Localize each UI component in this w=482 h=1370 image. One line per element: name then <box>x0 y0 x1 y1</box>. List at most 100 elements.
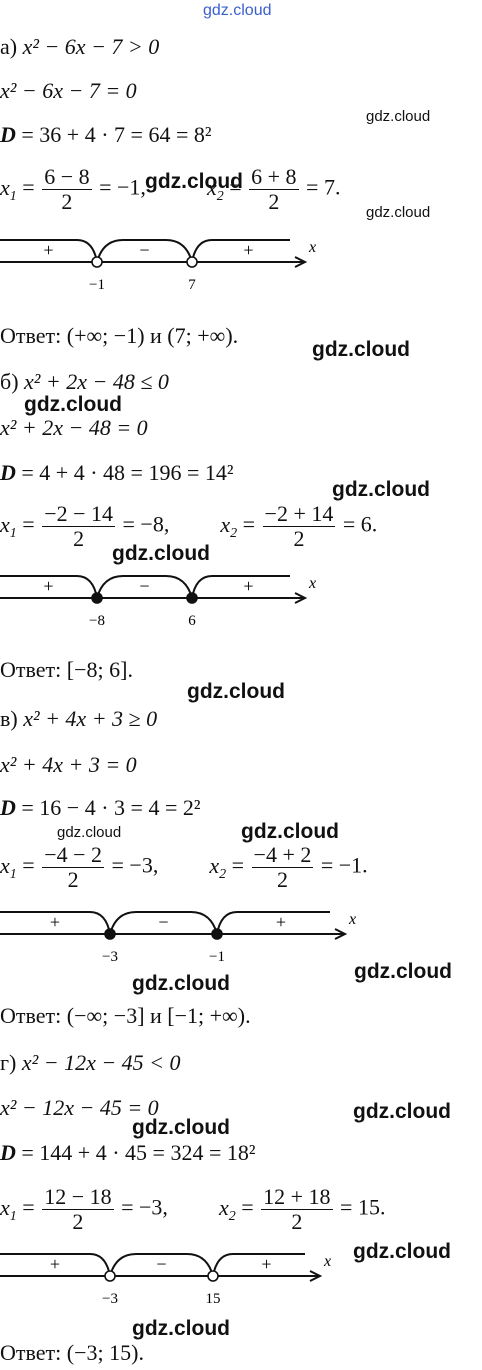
sign-arc-right <box>216 911 330 935</box>
inequality-text: x² + 4x + 3 ≥ 0 <box>23 706 158 731</box>
x2-result: = −1. <box>320 852 368 878</box>
axis-variable: x <box>348 911 356 928</box>
root-label-1: −3 <box>102 1291 118 1307</box>
problem-b-discriminant: D = 4 + 4 · 48 = 196 = 14² <box>0 460 233 486</box>
watermark: gdz.cloud <box>112 542 210 565</box>
x1-symbol: x1 <box>0 174 17 204</box>
root-point-1 <box>91 256 103 268</box>
sign-arc-middle <box>96 575 193 599</box>
answer-value: [−8; 6]. <box>66 657 133 682</box>
discriminant-value: = 4 + 4 · 48 = 196 = 14² <box>21 460 234 485</box>
root-point-1 <box>104 1270 116 1282</box>
discriminant-value: = 16 − 4 · 3 = 4 = 2² <box>21 795 201 820</box>
watermark: gdz.cloud <box>366 204 431 221</box>
root-point-2 <box>211 928 223 940</box>
inequality-text: x² − 6x − 7 > 0 <box>22 34 160 59</box>
sign-arc-middle <box>109 1253 214 1277</box>
problem-b-inequality: б) x² + 2x − 48 ≤ 0 <box>0 369 169 395</box>
problem-a-answer: Ответ: (+∞; −1) и (7; +∞). <box>0 323 238 349</box>
x2-result: = 6. <box>342 511 378 537</box>
root-point-2 <box>186 256 198 268</box>
watermark: gdz.cloud <box>312 338 410 361</box>
sign-left: + <box>43 240 53 260</box>
problem-g-answer: Ответ: (−3; 15). <box>0 1340 144 1366</box>
x1-symbol: x1 <box>0 1194 17 1224</box>
problem-g-equation: x² − 12x − 45 = 0 <box>0 1095 159 1120</box>
root-label-2: 7 <box>188 277 196 293</box>
sign-arc-middle <box>109 911 218 935</box>
watermark-top: gdz.cloud <box>203 2 272 19</box>
watermark: gdz.cloud <box>132 1317 230 1340</box>
x1-result: = −8, <box>122 511 170 537</box>
inequality-text: x² − 12x − 45 < 0 <box>21 1050 181 1075</box>
discriminant-symbol: D <box>0 122 16 147</box>
problem-label: г) <box>0 1050 17 1075</box>
problem-v-inequality: в) x² + 4x + 3 ≥ 0 <box>0 706 157 732</box>
inequality-text: x² + 2x − 48 ≤ 0 <box>24 369 169 394</box>
x1-symbol: x1 <box>0 852 17 882</box>
axis-variable: x <box>308 239 316 256</box>
problem-label: а) <box>0 34 18 59</box>
sign-left: + <box>50 912 60 932</box>
discriminant-symbol: D <box>0 795 16 820</box>
root-label-2: 6 <box>188 613 196 629</box>
x1-result: = −3, <box>121 1194 168 1220</box>
answer-value: (−3; 15). <box>66 1340 144 1365</box>
axis-variable: x <box>323 1253 331 1270</box>
answer-label: Ответ: <box>0 657 62 682</box>
sign-right: + <box>243 576 253 596</box>
answer-label: Ответ: <box>0 1340 62 1365</box>
root-label-1: −8 <box>89 613 105 629</box>
x1-result: = −3, <box>111 852 159 878</box>
x2-symbol: x2 <box>218 1194 236 1224</box>
axis-variable: x <box>308 575 316 592</box>
watermark: gdz.cloud <box>145 170 243 193</box>
sign-middle: − <box>139 240 149 260</box>
problem-g-discriminant: D = 144 + 4 · 45 = 324 = 18² <box>0 1140 255 1166</box>
answer-value: (−∞; −3] и [−1; +∞). <box>66 1003 251 1028</box>
x2-symbol: x2 <box>209 852 227 882</box>
discriminant-symbol: D <box>0 1140 16 1165</box>
sign-arc-right <box>191 575 290 599</box>
problem-v-answer: Ответ: (−∞; −3] и [−1; +∞). <box>0 1003 251 1029</box>
sign-left: + <box>50 1254 60 1274</box>
watermark: gdz.cloud <box>187 680 285 703</box>
watermark: gdz.cloud <box>366 108 431 125</box>
root-label-1: −1 <box>89 277 105 293</box>
problem-a-discriminant: D = 36 + 4 · 7 = 64 = 8² <box>0 122 211 148</box>
watermark: gdz.cloud <box>241 820 339 843</box>
watermark: gdz.cloud <box>57 824 122 841</box>
sign-arc-right <box>212 1253 305 1277</box>
x1-symbol: x1 <box>0 511 17 541</box>
answer-label: Ответ: <box>0 1003 62 1028</box>
axis-arrow <box>294 256 308 268</box>
problem-a-inequality: а) x² − 6x − 7 > 0 <box>0 34 159 60</box>
watermark: gdz.cloud <box>132 972 230 995</box>
x2-result: = 7. <box>306 174 341 200</box>
problem-b-answer: Ответ: [−8; 6]. <box>0 657 133 683</box>
sign-middle: − <box>158 912 168 932</box>
answer-label: Ответ: <box>0 323 62 348</box>
x2-result: = 15. <box>340 1194 386 1220</box>
axis-arrow <box>294 592 308 604</box>
watermark: gdz.cloud <box>353 1100 451 1123</box>
axis-arrow <box>309 1270 323 1282</box>
root-label-1: −3 <box>102 949 118 965</box>
root-label-2: −1 <box>209 949 225 965</box>
watermark: gdz.cloud <box>332 478 430 501</box>
root-point-1 <box>91 592 103 604</box>
sign-arc-middle <box>96 239 193 263</box>
x2-symbol: x2 <box>220 511 238 541</box>
watermark: gdz.cloud <box>24 393 122 416</box>
watermark: gdz.cloud <box>132 1116 230 1139</box>
